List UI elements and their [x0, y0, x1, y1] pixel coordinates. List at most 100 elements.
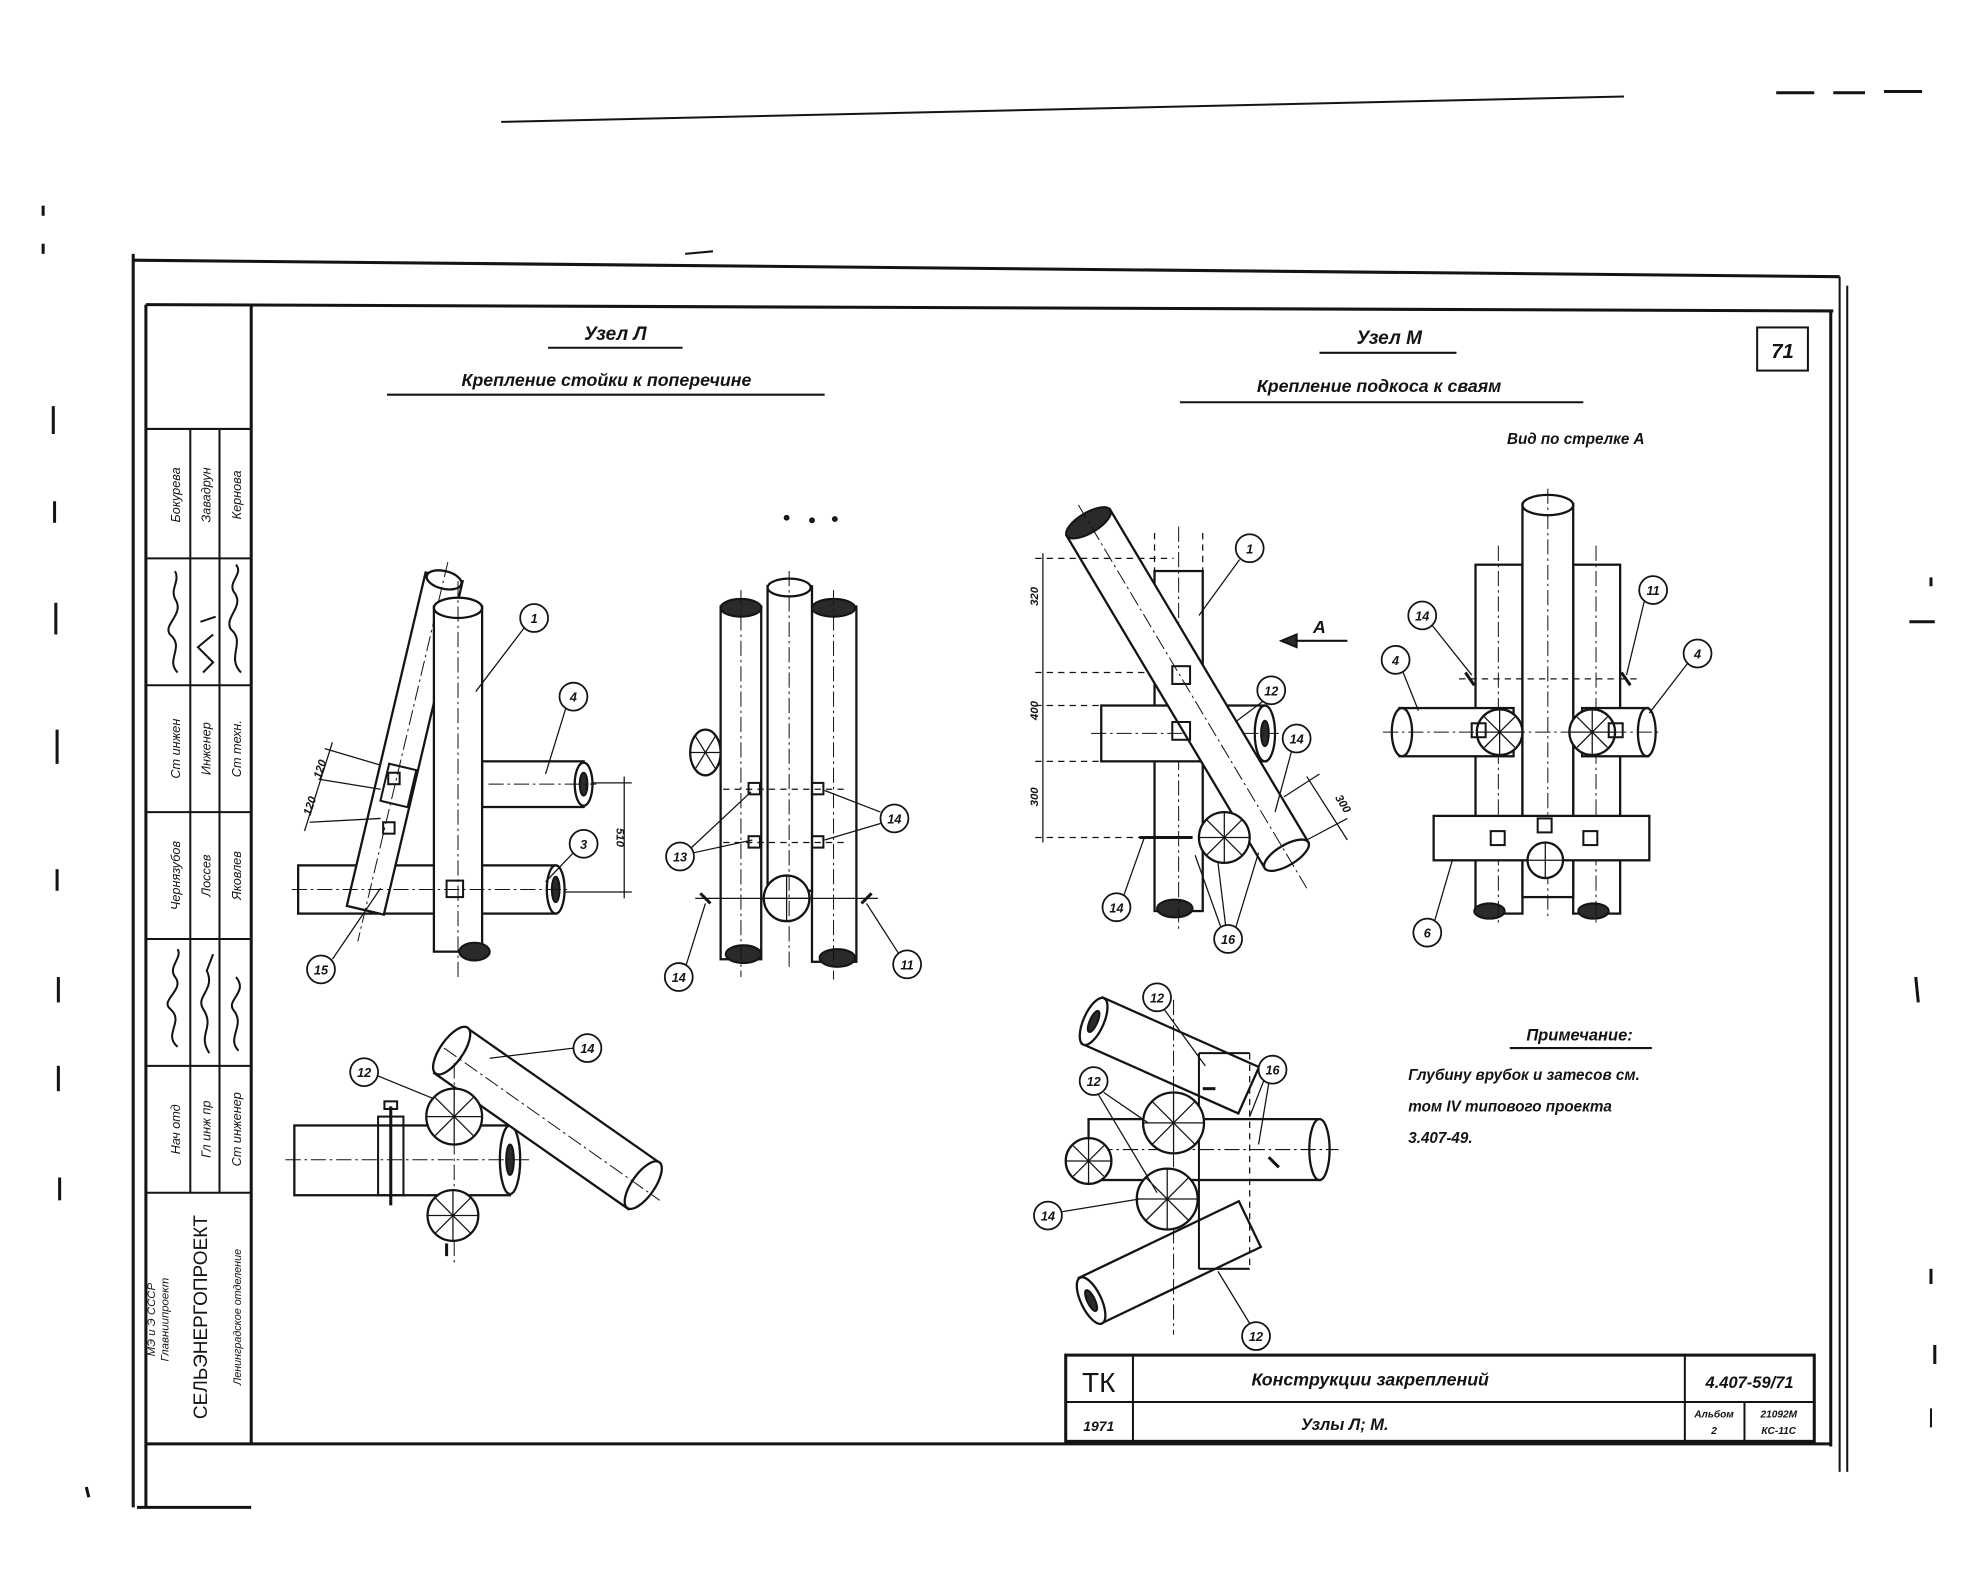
svg-text:3: 3	[580, 838, 587, 852]
node-l-front-view: 13 14 14 11	[663, 514, 922, 992]
svg-text:4: 4	[1391, 654, 1399, 668]
callout-l-plan-12: 12	[349, 1057, 379, 1088]
stamp-name-6: Кернова	[230, 470, 244, 519]
node-m-subtitle: Крепление подкоса к сваям	[1257, 376, 1501, 396]
stamp-division: Ленинградское отделение	[232, 1249, 244, 1386]
dim-m-300-b: 300	[1332, 793, 1353, 816]
callout-m-view-6: 6	[1412, 917, 1443, 948]
sheet-number-box: 71	[1756, 326, 1809, 372]
note-line-3: 3.407-49.	[1408, 1130, 1472, 1147]
title-block: ТК 1971 Конструкции закреплений Узлы Л; …	[1064, 1353, 1816, 1443]
svg-text:12: 12	[1150, 991, 1164, 1005]
stamp-name-4: Бокурева	[169, 467, 183, 522]
svg-text:14: 14	[672, 971, 686, 985]
stamp-column: МЭ и Э СССР Главниипроект СЕЛЬЭНЕРГОПРОЕ…	[146, 304, 253, 1444]
svg-text:14: 14	[1290, 733, 1304, 747]
callout-m-side-1: 1	[1234, 533, 1265, 564]
scan-marks	[41, 89, 1937, 1498]
node-m-header: Узел М Крепление подкоса к сваям Вид по …	[1179, 328, 1645, 448]
stamp-institute: Главниипроект	[160, 1278, 172, 1362]
callout-l-front-11: 11	[892, 949, 922, 980]
callout-m-side-14-b: 14	[1101, 892, 1132, 923]
callout-l-side-3: 3	[568, 828, 599, 859]
title-block-sheet-code: КС-11С	[1761, 1426, 1796, 1437]
callout-m-view-4-b: 4	[1682, 638, 1713, 669]
node-l-side-view: 120 120 510 1 4 3 15	[291, 562, 632, 985]
svg-text:14: 14	[1415, 610, 1429, 624]
title-block-subtitle: Узлы Л; М.	[1301, 1416, 1389, 1434]
svg-text:14: 14	[1041, 1210, 1055, 1224]
callout-l-front-14-a: 14	[879, 803, 910, 834]
title-block-title: Конструкции закреплений	[1252, 1370, 1490, 1390]
view-a-label: Вид по стрелке А	[1507, 431, 1645, 448]
node-m-title: Узел М	[1357, 328, 1424, 349]
sheet-number: 71	[1771, 341, 1794, 363]
svg-text:14: 14	[1109, 901, 1123, 915]
svg-text:12: 12	[357, 1066, 371, 1080]
node-m-view-a: 14 11 4 4 6	[1380, 488, 1713, 948]
stamp-name-5: Завадрун	[200, 467, 214, 522]
stamp-organization: СЕЛЬЭНЕРГОПРОЕКТ	[191, 1215, 212, 1419]
svg-text:16: 16	[1265, 1064, 1280, 1078]
svg-text:12: 12	[1249, 1330, 1263, 1344]
title-block-inventory: 21092М	[1759, 1409, 1797, 1420]
dim-m-300-a: 300	[1029, 787, 1041, 807]
dim-l-120-a: 120	[302, 795, 319, 817]
callout-l-front-14-b: 14	[663, 962, 694, 992]
callout-m-view-4-a: 4	[1380, 645, 1411, 675]
dim-l-510: 510	[614, 828, 626, 848]
signatures	[166, 564, 242, 1054]
node-m-side-view: 320 400 300 300 А 1 12 14 14 16	[1029, 504, 1353, 954]
svg-text:12: 12	[1087, 1075, 1101, 1089]
callout-m-plan-14: 14	[1033, 1200, 1063, 1231]
node-m-plan-view: 12 12 16 14 12	[1033, 982, 1339, 1351]
callout-m-side-12: 12	[1256, 675, 1287, 706]
stamp-position-3: Ст инженер	[230, 1092, 244, 1166]
title-block-year: 1971	[1083, 1418, 1114, 1434]
node-l-subtitle: Крепление стойки к поперечине	[462, 370, 752, 390]
stamp-name-3: Яковлев	[230, 851, 244, 901]
svg-text:1: 1	[531, 612, 538, 626]
svg-text:4: 4	[1693, 648, 1701, 662]
title-block-designation: 4.407-59/71	[1705, 1374, 1794, 1392]
sheet-frame	[131, 253, 1849, 1509]
callout-m-view-14: 14	[1407, 600, 1438, 631]
svg-text:14: 14	[887, 813, 901, 827]
title-block-code: ТК	[1082, 1367, 1116, 1398]
arrow-a-label: А	[1312, 617, 1326, 637]
svg-text:4: 4	[569, 691, 577, 705]
callout-m-plan-16: 16	[1257, 1054, 1288, 1085]
svg-text:14: 14	[580, 1042, 594, 1056]
svg-text:6: 6	[1424, 927, 1432, 941]
note-line-1: Глубину врубок и затесов см.	[1408, 1067, 1640, 1084]
callout-m-plan-12-b: 12	[1078, 1066, 1109, 1096]
node-l-title: Узел Л	[584, 324, 648, 345]
svg-text:16: 16	[1221, 933, 1236, 947]
stamp-position-4: Ст инжен	[169, 719, 183, 779]
svg-text:13: 13	[673, 851, 687, 865]
callout-m-plan-12-a: 12	[1142, 982, 1172, 1013]
note-header: Примечание:	[1526, 1026, 1632, 1044]
callout-m-plan-12-c: 12	[1241, 1321, 1271, 1351]
svg-text:1: 1	[1246, 542, 1253, 556]
title-block-album-number: 2	[1710, 1426, 1717, 1437]
stamp-ministry: МЭ и Э СССР	[146, 1282, 158, 1356]
note-line-2: том IV типового проекта	[1408, 1099, 1612, 1116]
svg-text:12: 12	[1264, 684, 1278, 698]
callout-l-front-13: 13	[665, 841, 695, 872]
callout-l-side-1: 1	[519, 603, 549, 633]
svg-text:15: 15	[314, 963, 329, 977]
title-block-album-label: Альбом	[1693, 1408, 1734, 1420]
node-l-header: Узел Л Крепление стойки к поперечине	[386, 324, 825, 396]
dim-l-120-b: 120	[312, 758, 329, 780]
dim-m-320: 320	[1029, 586, 1041, 606]
svg-text:11: 11	[901, 958, 914, 972]
stamp-position-6: Ст техн.	[230, 720, 244, 777]
dim-m-400: 400	[1029, 700, 1041, 721]
svg-text:11: 11	[1647, 584, 1660, 598]
callout-m-side-14-a: 14	[1281, 723, 1312, 754]
stamp-position-1: Нач отд	[169, 1104, 183, 1154]
callout-l-side-15: 15	[306, 954, 336, 985]
